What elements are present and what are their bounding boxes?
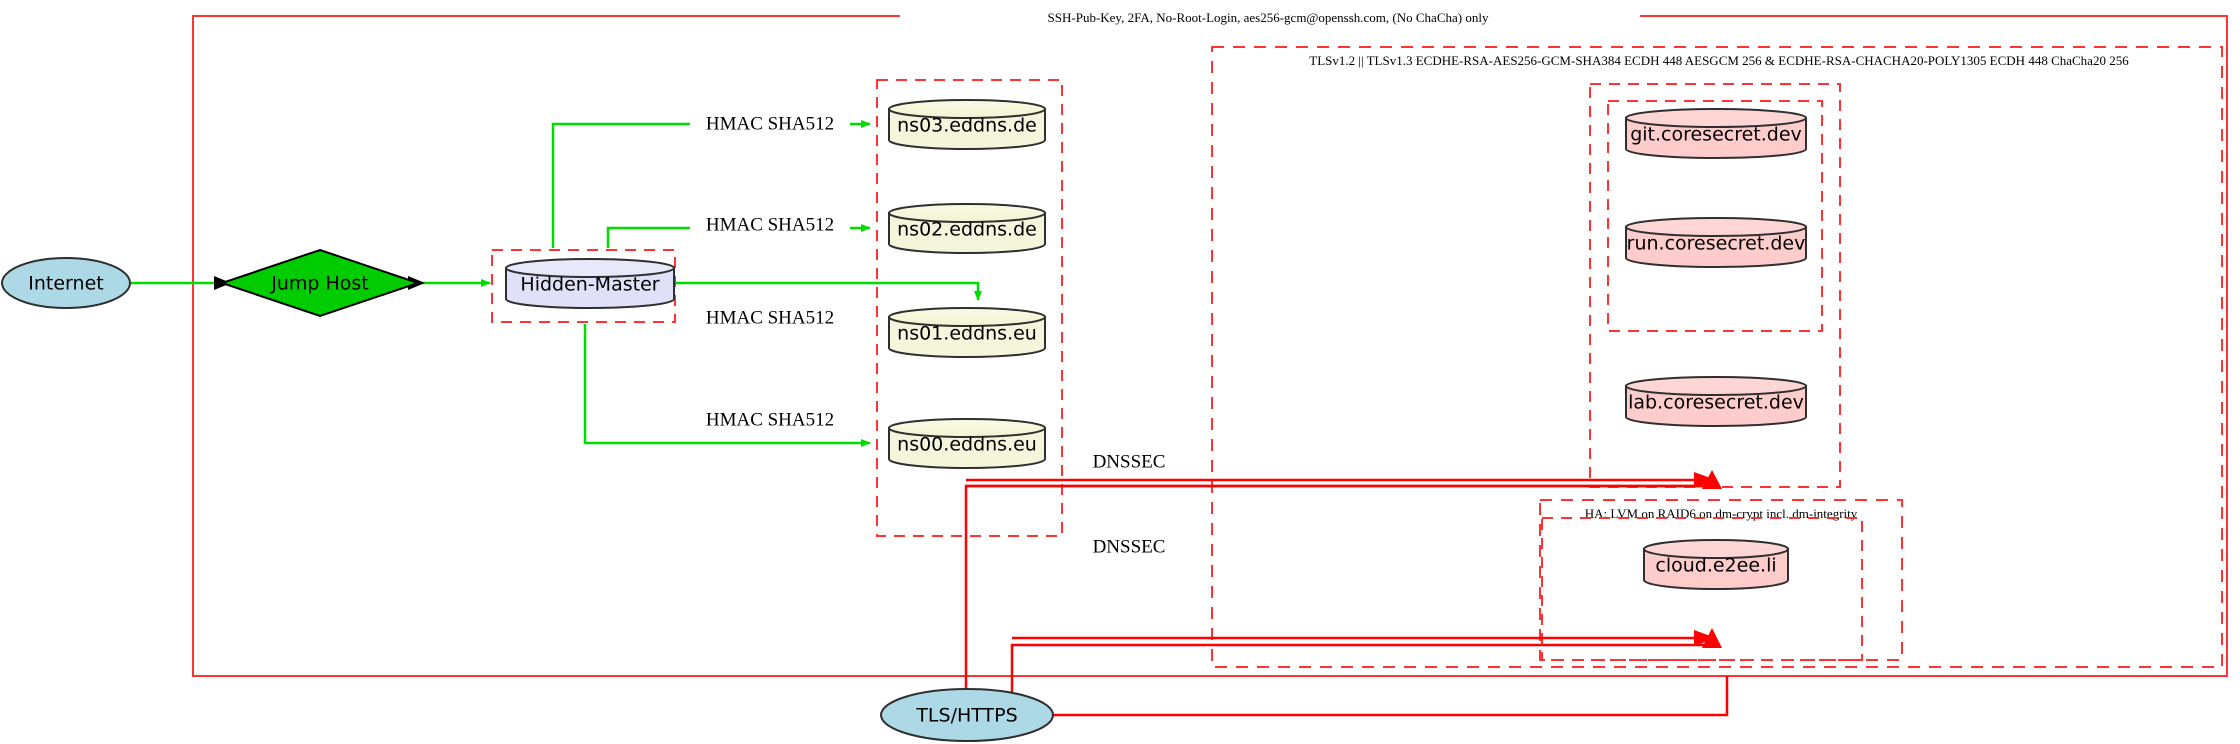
node-lab-coresecret[interactable]: lab.coresecret.dev — [1625, 376, 1807, 427]
node-ns02[interactable]: ns02.eddns.de — [888, 203, 1046, 254]
node-ns02-label: ns02.eddns.de — [897, 219, 1037, 241]
edge-label-dnssec-coresecret: DNSSEC — [1093, 451, 1166, 472]
node-jump-host[interactable]: Jump Host — [218, 248, 422, 318]
edge-label-hmac-ns00: HMAC SHA512 — [706, 409, 834, 430]
node-ns01-label: ns01.eddns.eu — [897, 323, 1037, 345]
node-jump-host-label: Jump Host — [270, 273, 369, 295]
edges-red — [964, 470, 1729, 717]
edge-labels: HMAC SHA512 HMAC SHA512 HMAC SHA512 HMAC… — [690, 113, 1180, 559]
node-ns03-label: ns03.eddns.de — [897, 115, 1037, 137]
edge-label-hmac-ns02: HMAC SHA512 — [706, 214, 834, 235]
node-cloud-e2ee-label: cloud.e2ee.li — [1655, 555, 1776, 577]
node-hidden-master-label: Hidden-Master — [520, 274, 659, 296]
node-hidden-master[interactable]: Hidden-Master — [505, 258, 675, 309]
node-ns01[interactable]: ns01.eddns.eu — [888, 307, 1046, 358]
node-internet-label: Internet — [28, 273, 103, 295]
node-internet[interactable]: Internet — [1, 257, 131, 309]
edge-label-dnssec-cloud: DNSSEC — [1093, 536, 1166, 557]
node-ns00-label: ns00.eddns.eu — [897, 434, 1037, 456]
node-ns00[interactable]: ns00.eddns.eu — [888, 418, 1046, 469]
cluster-tls-box: TLSv1.2 || TLSv1.3 ECDHE-RSA-AES256-GCM-… — [1211, 46, 2223, 668]
cluster-cloud-box — [1541, 517, 1863, 661]
node-lab-coresecret-label: lab.coresecret.dev — [1628, 392, 1804, 414]
cluster-tls-label: TLSv1.2 || TLSv1.3 ECDHE-RSA-AES256-GCM-… — [1309, 53, 2129, 68]
edge-label-hmac-ns03: HMAC SHA512 — [706, 113, 834, 134]
cluster-dns-box — [876, 79, 1063, 537]
cluster-coresecret-outer-box — [1589, 83, 1841, 488]
node-cloud-e2ee[interactable]: cloud.e2ee.li — [1643, 539, 1789, 590]
node-ns03[interactable]: ns03.eddns.de — [888, 99, 1046, 150]
node-git-coresecret-label: git.coresecret.dev — [1630, 124, 1802, 146]
node-run-coresecret-label: run.coresecret.dev — [1627, 233, 1806, 255]
cluster-ssh-box: SSH-Pub-Key, 2FA, No-Root-Login, aes256-… — [192, 8, 2228, 677]
node-tls-https[interactable]: TLS/HTTPS — [880, 688, 1054, 742]
edge-label-hmac-ns01: HMAC SHA512 — [706, 307, 834, 328]
cluster-coresecret-inner-box — [1607, 100, 1823, 332]
node-git-coresecret[interactable]: git.coresecret.dev — [1625, 108, 1807, 159]
cluster-ssh-label: SSH-Pub-Key, 2FA, No-Root-Login, aes256-… — [1048, 10, 1489, 25]
node-run-coresecret[interactable]: run.coresecret.dev — [1625, 217, 1807, 268]
node-tls-https-label: TLS/HTTPS — [915, 705, 1017, 727]
